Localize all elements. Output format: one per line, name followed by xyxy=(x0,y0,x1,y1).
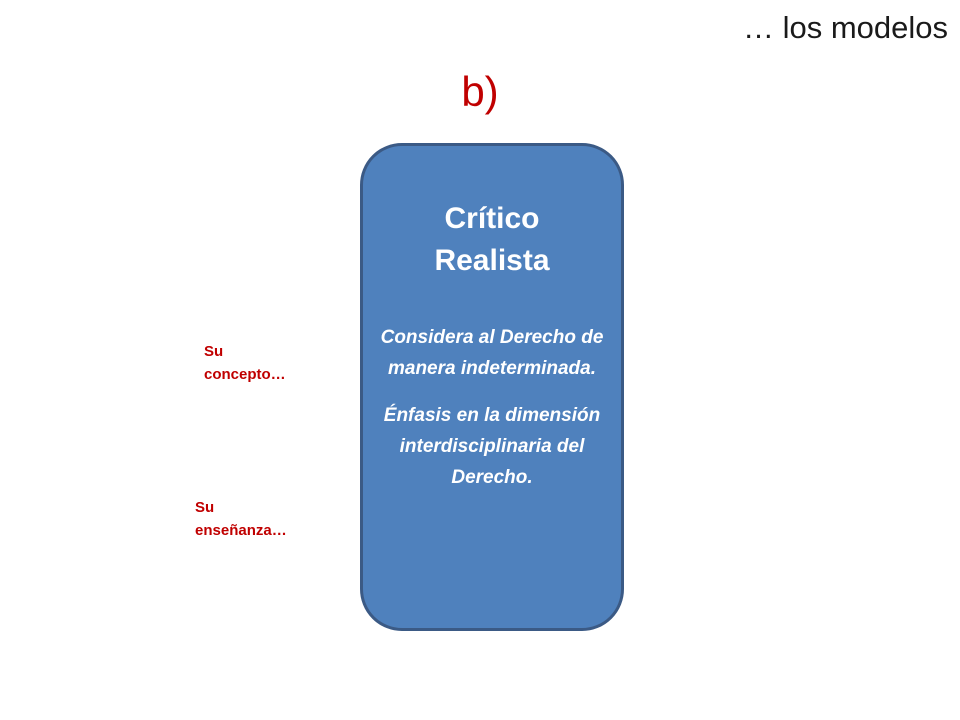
card-title-line-1: Crítico xyxy=(444,202,540,235)
card-title-line-2: Realista xyxy=(434,244,550,277)
card-text-teaching: Énfasis en la dimensión interdisciplinar… xyxy=(383,405,601,488)
card-text-concept: Considera al Derecho de manera indetermi… xyxy=(380,327,604,379)
side-label-teaching: Su enseñanza… xyxy=(195,499,287,539)
card-title: Crítico Realista xyxy=(371,198,613,282)
side-label-concept: Su concepto… xyxy=(204,343,286,383)
slide-header: … los modelos xyxy=(742,10,948,45)
slide-subtitle: b) xyxy=(461,68,499,115)
model-card: Crítico Realista Considera al Derecho de… xyxy=(360,143,624,631)
